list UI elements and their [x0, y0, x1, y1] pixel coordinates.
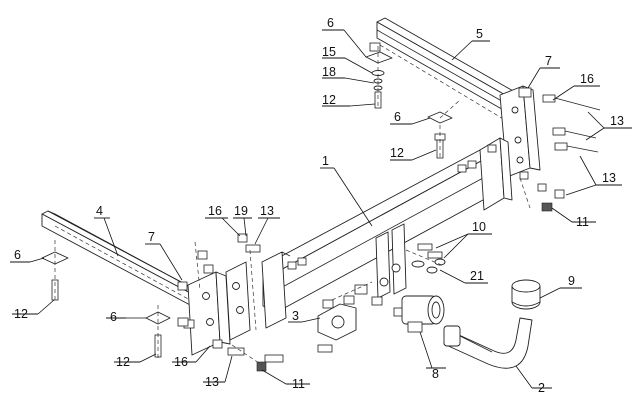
label-part-6-left: 6 [14, 248, 21, 262]
part-number-labels: 6 5 15 18 12 7 16 6 13 12 1 13 4 16 19 1… [14, 16, 624, 395]
label-part-13-right-upper: 13 [610, 114, 624, 128]
label-part-13-mid: 13 [260, 204, 274, 218]
upper-fastener-stack [365, 46, 461, 160]
label-part-16-lower: 16 [174, 355, 188, 369]
left-fastener-stacks [41, 240, 189, 358]
part-3-socket-bracket [317, 281, 383, 353]
part-10-21-fasteners [405, 243, 446, 274]
label-part-21: 21 [470, 269, 484, 283]
label-part-11-lower: 11 [292, 377, 305, 391]
label-part-3: 3 [292, 309, 299, 323]
label-part-6-lower-left: 6 [110, 310, 117, 324]
label-part-2: 2 [538, 381, 545, 395]
part-4-left-rail [41, 210, 284, 372]
label-part-5: 5 [476, 27, 483, 41]
part-2-tow-ball-neck [443, 317, 533, 369]
label-part-16-upper: 16 [580, 72, 594, 86]
label-part-12-lower: 12 [116, 355, 130, 369]
label-part-9: 9 [568, 274, 575, 288]
label-part-6-centre: 6 [394, 110, 401, 124]
label-part-10: 10 [472, 220, 486, 234]
part-1-main-crossbeam [261, 137, 513, 329]
label-part-15: 15 [322, 45, 336, 59]
label-part-19: 19 [234, 204, 248, 218]
label-part-13-lower: 13 [205, 375, 219, 389]
label-part-6-upper: 6 [327, 16, 334, 30]
label-part-12-centre: 12 [390, 146, 404, 160]
leader-lines [10, 29, 632, 389]
label-part-12-upper: 12 [322, 93, 336, 107]
label-part-7-left: 7 [148, 230, 155, 244]
label-part-13-right-lower: 13 [602, 171, 616, 185]
label-part-18: 18 [322, 65, 336, 79]
label-part-4: 4 [96, 204, 103, 218]
label-part-11-right: 11 [576, 215, 589, 229]
label-part-8: 8 [432, 367, 439, 381]
label-part-7-upper: 7 [545, 54, 552, 68]
part-9-tow-ball-cap [511, 279, 541, 310]
label-part-12-far-left: 12 [14, 307, 28, 321]
part-8-electrical-socket [393, 295, 445, 333]
label-part-1: 1 [322, 154, 329, 168]
label-part-16-mid: 16 [208, 204, 222, 218]
